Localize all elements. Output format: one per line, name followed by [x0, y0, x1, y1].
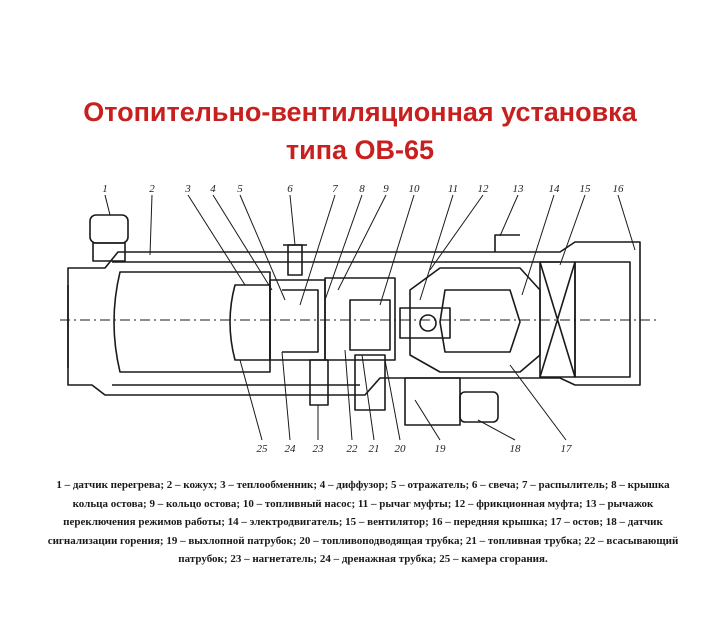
legend-item: 1 – датчик перегрева;: [56, 479, 167, 491]
legend-item: 4 – диффузор;: [319, 479, 392, 491]
bottom-callout-5: 20: [395, 443, 407, 455]
top-callout-13: 14: [549, 183, 561, 195]
bottom-callout-7: 18: [510, 443, 522, 455]
legend-item: 18 – датчик сигнализации горения;: [47, 516, 663, 547]
casing-outline: [67, 241, 641, 396]
legend-item: 19 – выхлопной патрубок;: [166, 534, 300, 547]
bottom-callout-2: 23: [313, 443, 325, 455]
legend-item: 11 – рычаг муфты;: [357, 497, 455, 510]
legend-item: 2 – кожух;: [166, 479, 221, 491]
legend-item: 13 – рычажок переключения режимов работы…: [63, 497, 654, 529]
top-callout-6: 7: [332, 183, 338, 195]
legend-item: 23 – нагнетатель;: [230, 553, 320, 565]
legend-item: 6 – свеча;: [471, 479, 522, 491]
legend-item: 5 – отражатель;: [391, 479, 472, 491]
top-callout-0: 1: [102, 183, 108, 195]
top-callout-12: 13: [513, 183, 525, 195]
diagram-title-line1: Отопительно-вентиляционная установка: [83, 97, 637, 127]
bottom-callout-3: 22: [347, 443, 359, 455]
legend-item: 24 – дренажная трубка;: [319, 553, 440, 565]
legend-item: 21 – топливная трубка;: [465, 534, 585, 547]
bottom-callout-8: 17: [561, 443, 573, 455]
parts-legend: 1 – датчик перегрева; 2 – кожух; 3 – теп…: [38, 476, 688, 569]
legend-item: 25 – камера сгорания.: [439, 553, 548, 565]
top-callout-15: 16: [613, 183, 625, 195]
diagram-title-line2: типа ОВ-65: [285, 135, 435, 165]
legend-item: 15 – вентилятор;: [345, 516, 432, 528]
heat-exchanger-shape: [113, 271, 271, 373]
top-callout-7: 8: [359, 183, 365, 195]
top-callout-9: 10: [409, 183, 421, 195]
top-callout-10: 11: [448, 183, 458, 195]
legend-item: 10 – топливный насос;: [242, 497, 358, 510]
exhaust-pipe-shape: [404, 377, 499, 426]
legend-item: 16 – передняя крышка;: [431, 516, 551, 528]
legend-item: 8 – крышка кольца остова;: [72, 479, 670, 510]
top-callout-2: 3: [184, 183, 191, 195]
bottom-callout-6: 19: [435, 443, 447, 455]
legend-item: 17 – остов;: [550, 516, 606, 528]
legend-item: 14 – электродвигатель;: [227, 516, 346, 528]
top-callout-3: 4: [210, 183, 216, 195]
legend-item: 12 – фрикционная муфта;: [454, 497, 586, 510]
top-callout-4: 5: [237, 183, 243, 195]
overheat-sensor-shape: [89, 214, 129, 262]
top-callout-14: 15: [580, 183, 592, 195]
legend-item: 7 – распылитель;: [521, 479, 612, 491]
legend-item: 22 – всасывающий патрубок;: [178, 534, 679, 566]
legend-item: 3 – теплообменник;: [220, 479, 320, 491]
top-callout-8: 9: [383, 183, 389, 195]
bottom-callout-4: 21: [369, 443, 380, 455]
legend-item: 9 – кольцо остова;: [149, 497, 243, 510]
fuel-tube-shape: [494, 234, 520, 252]
bottom-callout-0: 25: [257, 443, 269, 455]
top-callout-5: 6: [287, 183, 293, 195]
top-callout-11: 12: [478, 183, 490, 195]
bottom-callout-1: 24: [285, 443, 297, 455]
top-callout-1: 2: [149, 183, 155, 195]
legend-item: 20 – топливоподводящая трубка;: [299, 534, 466, 547]
